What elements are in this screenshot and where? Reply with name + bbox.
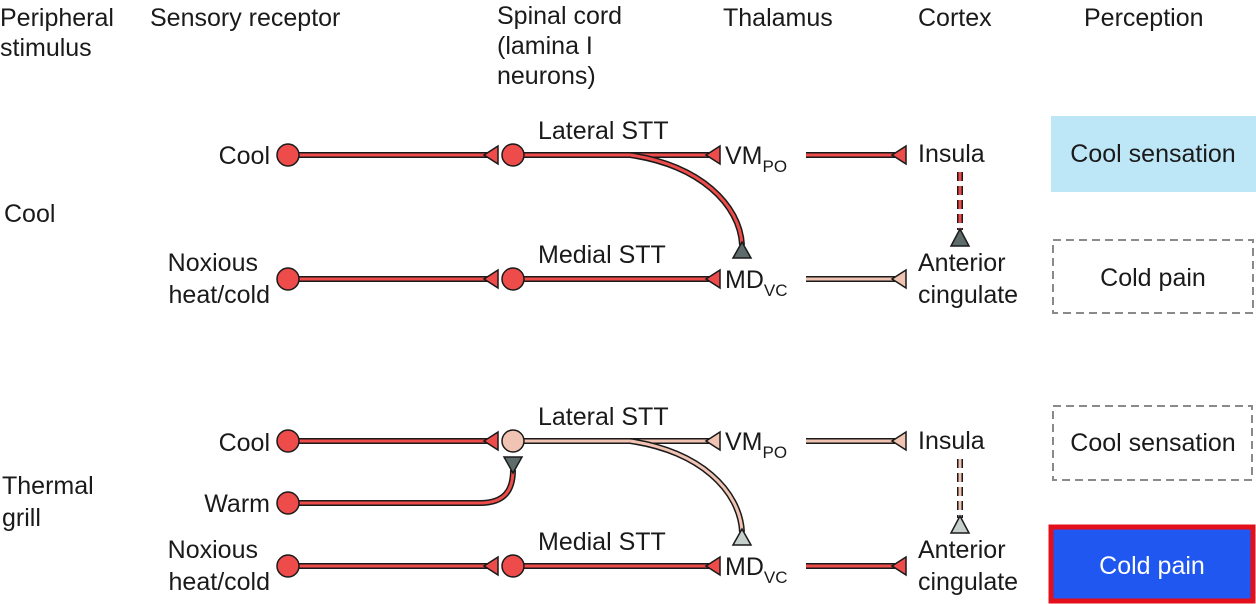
spinal-neuron-noxious: [501, 267, 525, 291]
receptor-cool-node: [276, 143, 300, 167]
receptor-label-cool: Cool: [219, 142, 270, 170]
synapse-terminal: [482, 144, 499, 166]
condition-cool: Cool: [4, 200, 55, 228]
cortex-anterior-cingulate-line1: Anterior: [918, 249, 1006, 277]
thalamus-vmpo: VMPO: [725, 428, 787, 462]
synapse-terminal: [482, 555, 499, 577]
tract-label-lateral: Lateral STT: [538, 117, 669, 145]
spinal-neuron-cool: [501, 143, 525, 167]
receptor-label-cool: Cool: [219, 429, 270, 457]
pathway-vmpo-to-insula: [806, 144, 907, 166]
thalamus-mdvc: MDVC: [725, 266, 788, 300]
pathway-lateral-stt-weak: Lateral STT: [501, 403, 753, 546]
receptor-noxious-node: [276, 554, 300, 578]
cortex-anterior-cingulate-line2: cingulate: [918, 281, 1018, 309]
header-cortex: Cortex: [918, 4, 992, 32]
perception-label-cool-sensation: Cool sensation: [1070, 140, 1235, 168]
receptor-noxious-node: [276, 267, 300, 291]
pathway-cool-receptor-to-spinal: [276, 143, 499, 167]
receptor-label-noxious-line1: Noxious: [168, 249, 258, 277]
pathway-insula-to-cingulate-weak: [949, 459, 971, 534]
panel-cool: Cool Noxious heat/cold Lateral STT VMPO: [168, 116, 1256, 314]
inhibitory-terminal-weak: [731, 527, 753, 546]
tract-label-medial: Medial STT: [538, 528, 666, 556]
synapse-terminal: [890, 555, 907, 577]
synapse-terminal: [704, 555, 721, 577]
inhibitory-terminal: [949, 227, 971, 247]
synapse-terminal: [890, 144, 907, 166]
cortex-anterior-cingulate-line2: cingulate: [918, 568, 1018, 596]
condition-thermal-grill-line2: grill: [2, 504, 41, 532]
header-perception: Perception: [1084, 4, 1204, 32]
pathway-noxious-receptor-to-spinal: [276, 554, 499, 578]
header-spinal-cord-line2: (lamina I: [497, 32, 593, 60]
tract-label-lateral: Lateral STT: [538, 403, 669, 431]
synapse-terminal: [704, 144, 721, 166]
synapse-terminal: [890, 268, 907, 290]
cortex-insula: Insula: [918, 427, 985, 455]
receptor-cool-node: [276, 429, 300, 453]
pathway-medial-stt: Medial STT: [501, 528, 721, 578]
inhibitory-terminal-weak: [949, 514, 971, 534]
column-headers: Peripheral stimulus Sensory receptor Spi…: [0, 2, 1204, 90]
pathway-cool-receptor-to-spinal: [276, 429, 499, 453]
cortex-anterior-cingulate-line1: Anterior: [918, 536, 1006, 564]
perception-label-cool-sensation: Cool sensation: [1070, 429, 1235, 457]
receptor-label-noxious-line2: heat/cold: [169, 568, 270, 596]
synapse-terminal: [704, 268, 721, 290]
pathway-vmpo-to-insula-weak: [806, 430, 907, 452]
inhibitory-terminal: [502, 456, 524, 475]
perception-box-cold-pain-inactive: [1052, 239, 1254, 314]
synapse-terminal: [704, 430, 721, 452]
pathway-warm-receptor-to-spinal: [276, 456, 524, 515]
tract-label-medial: Medial STT: [538, 241, 666, 269]
pathway-medial-stt: Medial STT: [501, 241, 721, 291]
cortex-insula: Insula: [918, 140, 985, 168]
receptor-label-warm: Warm: [204, 490, 270, 518]
receptor-warm-node: [276, 491, 300, 515]
header-spinal-cord-line3: neurons): [497, 62, 596, 90]
pathway-mdvc-to-cingulate: [806, 268, 907, 290]
pathway-noxious-receptor-to-spinal: [276, 267, 499, 291]
perception-box-cool-sensation-active: [1051, 116, 1256, 192]
pathway-insula-to-cingulate: [949, 172, 971, 247]
receptor-label-noxious-line1: Noxious: [168, 536, 258, 564]
header-thalamus: Thalamus: [723, 4, 833, 32]
spinal-neuron-noxious: [501, 554, 525, 578]
header-sensory-receptor: Sensory receptor: [150, 4, 340, 32]
receptor-label-noxious-line2: heat/cold: [169, 281, 270, 309]
thalamus-vmpo: VMPO: [725, 142, 787, 176]
spinal-neuron-cool-inhibited: [501, 429, 525, 453]
synapse-terminal: [482, 430, 499, 452]
perception-box-cold-pain-active: [1048, 524, 1256, 604]
perception-box-cool-sensation-inactive: [1052, 405, 1253, 481]
pathway-lateral-stt: Lateral STT: [501, 117, 753, 259]
thalamus-mdvc: MDVC: [725, 553, 788, 587]
perception-label-cold-pain: Cold pain: [1100, 264, 1206, 292]
synapse-terminal: [890, 430, 907, 452]
panel-thermal-grill: Cool Warm Noxious heat/cold Latera: [168, 403, 1256, 604]
header-spinal-cord-line1: Spinal cord: [497, 2, 622, 30]
condition-thermal-grill-line1: Thermal: [2, 472, 94, 500]
synapse-terminal: [482, 268, 499, 290]
inhibitory-terminal: [731, 240, 753, 259]
perception-label-cold-pain: Cold pain: [1099, 552, 1205, 580]
pathway-mdvc-to-cingulate: [806, 555, 907, 577]
header-peripheral-stimulus-line1: Peripheral: [0, 4, 114, 32]
header-peripheral-stimulus-line2: stimulus: [0, 34, 92, 62]
